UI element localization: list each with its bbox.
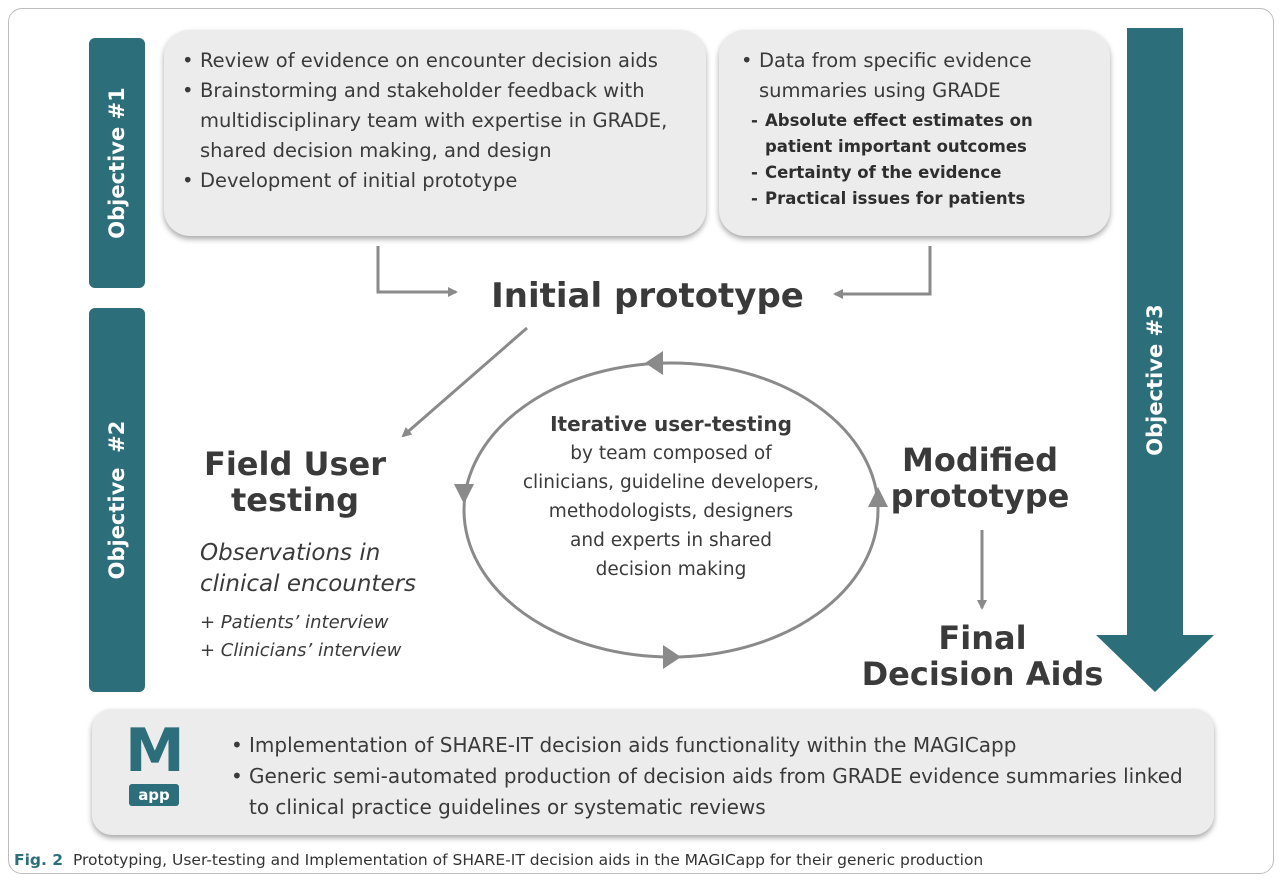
magicapp-logo-letter: M <box>125 716 185 786</box>
final-line1: Final <box>938 619 1027 657</box>
cycle-text: Iterative user-testing by team composed … <box>505 410 837 584</box>
final-decision-aids-title: Final Decision Aids <box>860 620 1105 692</box>
interview-patients: + Patients’ interview <box>200 612 389 633</box>
arrow-left-box-to-prototype <box>376 246 458 297</box>
bullet-generic-production: Generic semi-automated production of dec… <box>223 761 1203 823</box>
cycle-arrowhead-right <box>868 487 888 507</box>
objective-3-arrow <box>1096 28 1214 692</box>
observations-line2: clinical encounters <box>200 571 417 597</box>
objective-3-label-wrap: Objective #3 <box>1127 260 1183 500</box>
magicapp-logo: M app <box>125 718 185 810</box>
observations-text: Observations in clinical encounters <box>200 538 440 600</box>
caption-text: Prototyping, User-testing and Implementa… <box>72 851 984 869</box>
field-testing-line1: Field User <box>203 445 387 483</box>
evidence-review-box: Review of evidence on encounter decision… <box>164 30 706 236</box>
bullet-development: Development of initial prototype <box>174 166 696 196</box>
modified-line2: prototype <box>890 477 1070 515</box>
modified-line1: Modified <box>901 441 1059 479</box>
objective-1-tab: Objective #1 <box>89 38 145 288</box>
bullet-brainstorming: Brainstorming and stakeholder feedback w… <box>174 76 696 166</box>
magicapp-text: Implementation of SHARE-IT decision aids… <box>223 730 1203 823</box>
objective-2-tab: Objective #2 <box>89 308 145 692</box>
cycle-arrowhead-bottom <box>663 645 681 669</box>
cycle-line-5: decision making <box>595 559 747 580</box>
observations-line1: Observations in <box>200 540 381 566</box>
magicapp-list: Implementation of SHARE-IT decision aids… <box>223 730 1203 823</box>
field-testing-title: Field User testing <box>180 446 410 518</box>
figure-caption: Fig. 2 Prototyping, User-testing and Imp… <box>14 851 983 869</box>
cycle-line-1: by team composed of <box>570 443 772 464</box>
interviews-text: + Patients’ interview + Clinicians’ inte… <box>200 609 440 665</box>
final-line2: Decision Aids <box>861 655 1104 693</box>
cycle-line-3: methodologists, designers <box>548 501 794 522</box>
sub-absolute-effect: Absolute effect estimates on patient imp… <box>743 108 1102 160</box>
cycle-line-4: and experts in shared <box>570 530 772 551</box>
modified-prototype-title: Modified prototype <box>880 442 1080 514</box>
grade-data-list: Data from specific evidence summaries us… <box>733 46 1102 106</box>
figure-frame <box>8 8 1274 874</box>
interview-clinicians: + Clinicians’ interview <box>200 640 402 661</box>
cycle-line-2: clinicians, guideline developers, <box>522 472 820 493</box>
magicapp-logo-app: app <box>129 784 179 806</box>
cycle-arrowhead-left <box>454 484 474 504</box>
initial-prototype-title: Initial prototype <box>491 276 804 316</box>
sub-certainty: Certainty of the evidence <box>743 160 1102 186</box>
arrow-right-box-to-prototype <box>833 246 932 299</box>
field-testing-line2: testing <box>231 481 359 519</box>
grade-data-box: Data from specific evidence summaries us… <box>719 30 1110 236</box>
sub-practical-issues: Practical issues for patients <box>743 186 1102 212</box>
grade-sub-list: Absolute effect estimates on patient imp… <box>743 108 1102 212</box>
caption-label: Fig. 2 <box>14 851 64 869</box>
bullet-grade-data: Data from specific evidence summaries us… <box>733 46 1102 106</box>
bullet-review: Review of evidence on encounter decision… <box>174 46 696 76</box>
bullet-implementation: Implementation of SHARE-IT decision aids… <box>223 730 1203 761</box>
cycle-arrowhead-top <box>645 351 663 375</box>
objective-3-label: Objective #3 <box>1143 304 1167 456</box>
cycle-title: Iterative user-testing <box>550 412 792 436</box>
arrow-prototype-to-field <box>401 326 528 438</box>
evidence-review-list: Review of evidence on encounter decision… <box>174 46 696 196</box>
